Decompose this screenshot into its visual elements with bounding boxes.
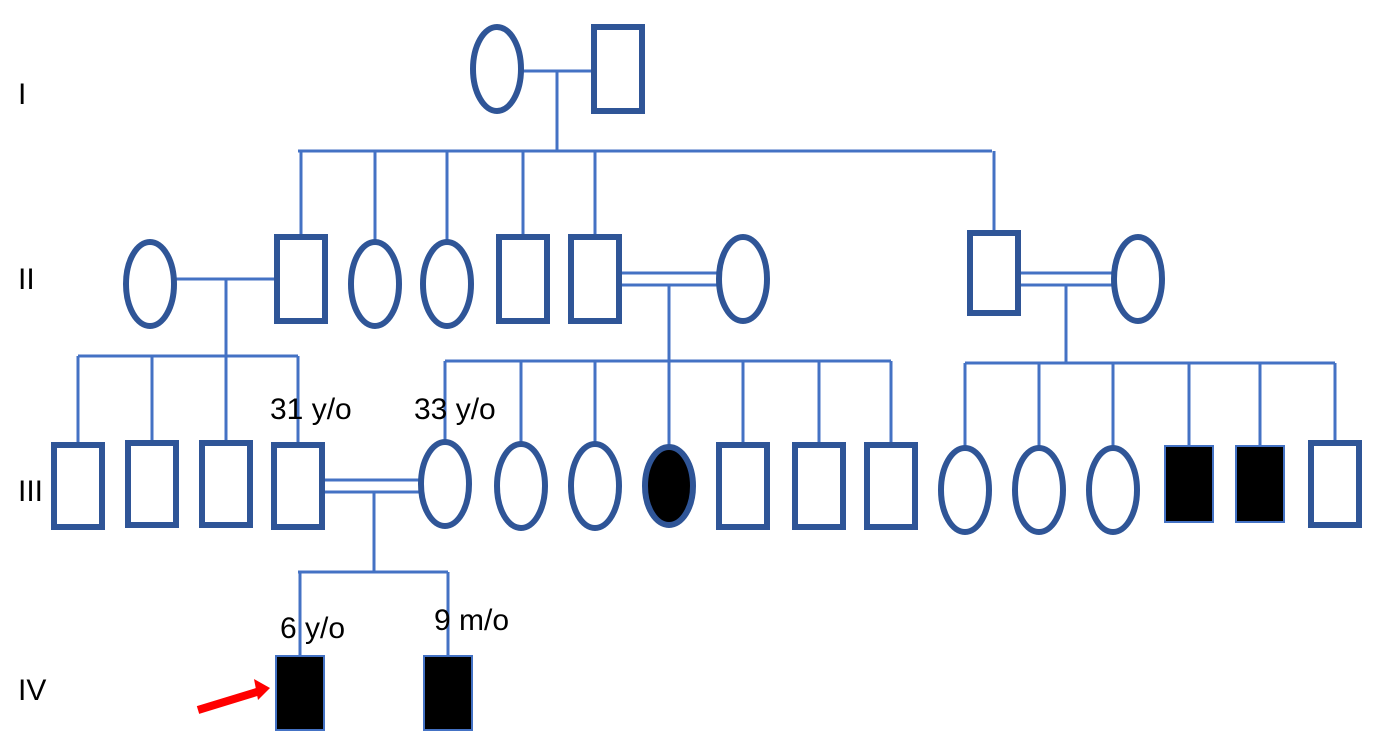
- male-symbol-ii-5: [496, 234, 550, 324]
- proband-arrow-shaft: [196, 687, 262, 714]
- male-symbol-i-2: [591, 24, 645, 114]
- male-symbol-iv-1: [275, 655, 325, 731]
- male-symbol-iii-15: [1164, 445, 1214, 523]
- age-label-iv-2: 9 m/o: [434, 604, 509, 637]
- connector-lines: [76, 69, 1337, 656]
- generation-label-iv: IV: [18, 674, 46, 707]
- female-symbol-ii-1: [123, 239, 177, 329]
- female-symbol-iii-13: [1012, 445, 1066, 535]
- female-symbol-ii-9: [1111, 234, 1165, 324]
- age-label-iii-4: 31 y/o: [270, 393, 352, 426]
- female-symbol-iii-5: [418, 439, 472, 529]
- generation-label-ii: II: [18, 263, 35, 296]
- male-symbol-iii-16: [1235, 445, 1285, 523]
- age-label-iii-5: 33 y/o: [414, 393, 496, 426]
- proband-arrow: [196, 679, 270, 714]
- female-symbol-ii-7: [716, 234, 770, 324]
- individual-symbols: [51, 24, 1362, 731]
- male-symbol-iii-3: [199, 440, 253, 528]
- male-symbol-iii-11: [864, 442, 918, 530]
- male-symbol-iii-9: [716, 442, 770, 530]
- female-symbol-iii-8: [642, 444, 696, 528]
- female-symbol-ii-3: [348, 239, 402, 329]
- generation-label-iii: III: [18, 475, 43, 508]
- male-symbol-iii-4: [271, 442, 325, 530]
- proband-arrow-head: [254, 679, 270, 700]
- male-symbol-iii-1: [51, 442, 105, 530]
- male-symbol-ii-6: [568, 234, 622, 324]
- female-symbol-ii-4: [420, 239, 474, 329]
- male-symbol-iv-2: [423, 655, 473, 731]
- female-symbol-i-1: [470, 24, 524, 114]
- female-symbol-iii-12: [938, 445, 992, 535]
- labels: I II III IV 31 y/o 33 y/o 6 y/o 9 m/o: [18, 78, 509, 707]
- male-symbol-iii-2: [125, 440, 179, 528]
- male-symbol-ii-8: [967, 230, 1021, 316]
- male-symbol-iii-17: [1308, 440, 1362, 528]
- age-label-iv-1: 6 y/o: [280, 612, 345, 645]
- female-symbol-iii-6: [494, 441, 548, 531]
- female-symbol-iii-14: [1086, 445, 1140, 535]
- male-symbol-ii-2: [274, 234, 328, 324]
- generation-label-i: I: [18, 78, 26, 111]
- female-symbol-iii-7: [568, 441, 622, 531]
- male-symbol-iii-10: [792, 442, 846, 530]
